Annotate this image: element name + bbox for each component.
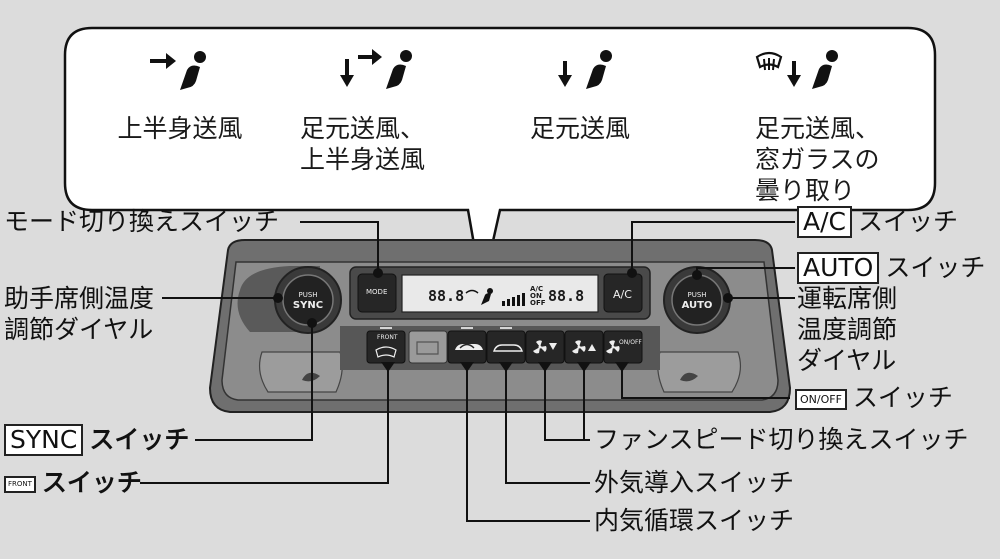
display-left-temp: 88.8 (428, 287, 465, 305)
right-knob-auto-label[interactable]: AUTO (681, 300, 713, 311)
ac-key-box: A/C (797, 206, 852, 238)
floor-vent-icon (558, 50, 612, 89)
fan-onoff-button (603, 330, 643, 364)
display-right-temp: 88.8 (548, 287, 585, 305)
mode-switch-label: モード切り換えスイッチ (4, 207, 280, 236)
fresh-air-switch-label: 外気導入スイッチ (594, 468, 795, 497)
fan-level-bars (502, 293, 525, 306)
left-knob-push-label: PUSH (298, 291, 318, 299)
sync-key-box: SYNC (4, 424, 84, 456)
fan-speed-switch-label: ファンスピード切り換えスイッチ (594, 425, 969, 454)
passenger-dial-label: 助手席側温度調節ダイヤル (4, 284, 155, 344)
mode-label-floor-defrost: 足元送風、窓ガラスの曇り取り (755, 114, 881, 205)
mode-label-floor: 足元送風 (529, 114, 630, 143)
fan-onoff-key-box: ON/OFF (795, 388, 847, 410)
face-vent-icon (150, 51, 206, 90)
right-knob-push-label: PUSH (687, 291, 707, 299)
fan-onoff-button-label[interactable]: ON/OFF (619, 339, 642, 346)
recirc-switch-label: 内気循環スイッチ (594, 506, 795, 535)
front-defrost-key-box: FRONT (4, 475, 36, 493)
rear-defrost-button (408, 330, 448, 364)
mode-label-face: 上半身送風 (117, 114, 243, 143)
leader-dots (273, 268, 733, 372)
climate-control-panel (208, 239, 792, 413)
floor-defrost-vent-icon (755, 50, 838, 89)
leader-lines (140, 221, 795, 522)
left-knob-sync-label[interactable]: SYNC (292, 300, 324, 311)
driver-dial-label: 運転席側温度調節ダイヤル (797, 284, 898, 375)
mode-button-label[interactable]: MODE (366, 288, 388, 296)
front-button-label[interactable]: FRONT (377, 334, 398, 341)
display-mode-icon (465, 288, 493, 305)
ac-button-label[interactable]: A/C (613, 288, 632, 301)
mode-label-bilevel: 足元送風、上半身送風 (300, 114, 426, 174)
bilevel-vent-icon (340, 49, 412, 89)
auto-key-box: AUTO (797, 252, 880, 284)
ac-button (603, 273, 643, 313)
